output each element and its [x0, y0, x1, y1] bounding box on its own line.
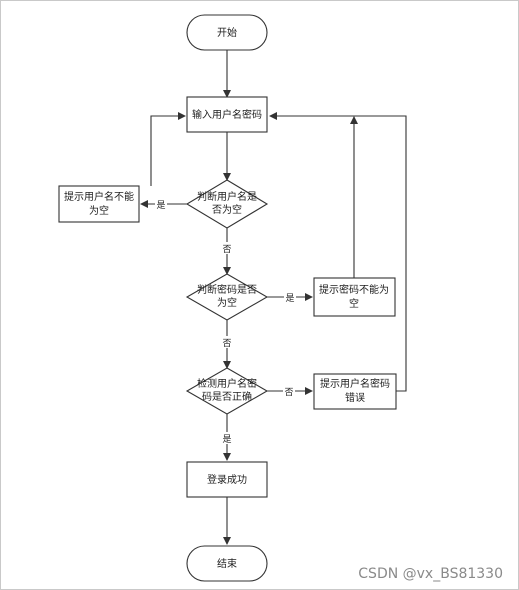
start-node	[186, 14, 268, 51]
label-user-yes: 是	[156, 200, 165, 211]
success-label: 登录成功	[207, 473, 247, 486]
end-node	[186, 545, 268, 582]
start-label: 开始	[217, 26, 237, 39]
edge-tipwrong-input	[269, 112, 407, 392]
end-label: 结束	[217, 557, 237, 570]
check-pwd-label-2: 为空	[217, 296, 237, 309]
check-pwd-decision	[185, 273, 269, 321]
tip-pwd-node	[313, 277, 396, 317]
success-node	[186, 461, 268, 498]
label-match-yes: 是	[222, 434, 231, 445]
tip-wrong-node	[313, 373, 397, 410]
tip-wrong-label-2: 错误	[345, 391, 365, 404]
edge-tipuser-input	[150, 112, 186, 186]
check-user-label-2: 否为空	[212, 203, 242, 216]
check-user-decision	[185, 179, 269, 229]
check-match-label-2: 码是否正确	[202, 390, 252, 403]
label-pwd-yes: 是	[285, 293, 294, 304]
label-user-no: 否	[222, 244, 231, 255]
tip-pwd-label-2: 空	[349, 297, 359, 310]
check-match-decision	[185, 367, 269, 415]
tip-user-label-1: 提示用户名不能	[64, 190, 134, 203]
tip-pwd-label-1: 提示密码不能为	[319, 283, 389, 296]
input-label: 输入用户名密码	[192, 108, 262, 121]
check-user-label-1: 判断用户名是	[197, 190, 257, 203]
check-match-label-1: 检测用户名密	[197, 377, 257, 390]
tip-wrong-label-1: 提示用户名密码	[320, 377, 390, 390]
input-node	[186, 96, 268, 133]
tip-user-label-2: 为空	[89, 204, 109, 217]
check-pwd-label-1: 判断密码是否	[197, 283, 257, 296]
csdn-watermark: CSDN @vx_BS81330	[358, 566, 503, 582]
label-match-no: 否	[284, 387, 293, 398]
tip-user-node	[58, 185, 140, 223]
label-pwd-no: 否	[222, 338, 231, 349]
